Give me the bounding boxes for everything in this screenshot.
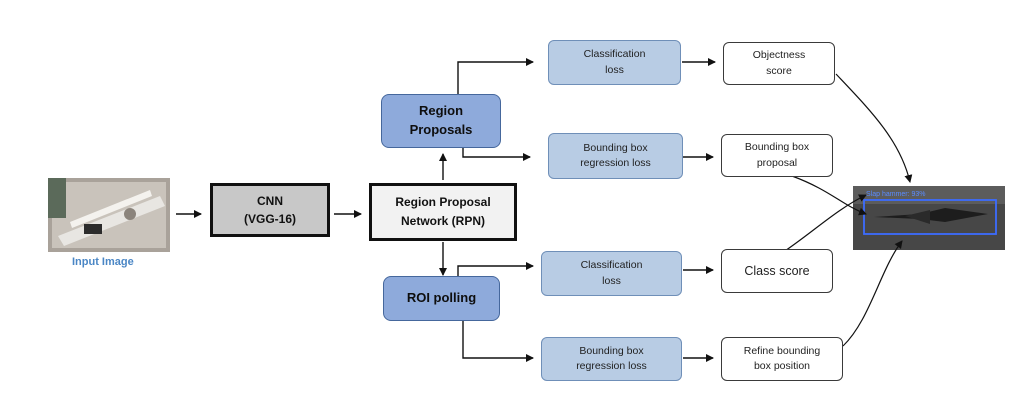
refine-bbox-position-box: Refine bounding box position	[721, 337, 843, 381]
detection-label: Slap hammer: 93%	[866, 191, 926, 198]
rpn-bbox-regression-loss-box: Bounding box regression loss	[548, 133, 683, 179]
roi-bbox-regression-loss-box: Bounding box regression loss	[541, 337, 682, 381]
connectors	[176, 58, 716, 362]
bbox-proposal-box: Bounding box proposal	[721, 134, 833, 177]
objectness-score-box: Objectness score	[723, 42, 835, 85]
detection-bounding-box	[863, 199, 997, 235]
cnn-vgg16-box: CNN (VGG-16)	[210, 183, 330, 237]
class-score-box: Class score	[721, 249, 833, 293]
roi-polling-box: ROI polling	[383, 276, 500, 321]
input-image	[48, 178, 170, 252]
region-proposals-box: Region Proposals	[381, 94, 501, 148]
roi-classification-loss-box: Classification loss	[541, 251, 682, 296]
rpn-classification-loss-box: Classification loss	[548, 40, 681, 85]
input-image-caption: Input Image	[72, 256, 134, 268]
output-detection-image	[853, 186, 1005, 250]
rpn-box: Region Proposal Network (RPN)	[369, 183, 517, 241]
